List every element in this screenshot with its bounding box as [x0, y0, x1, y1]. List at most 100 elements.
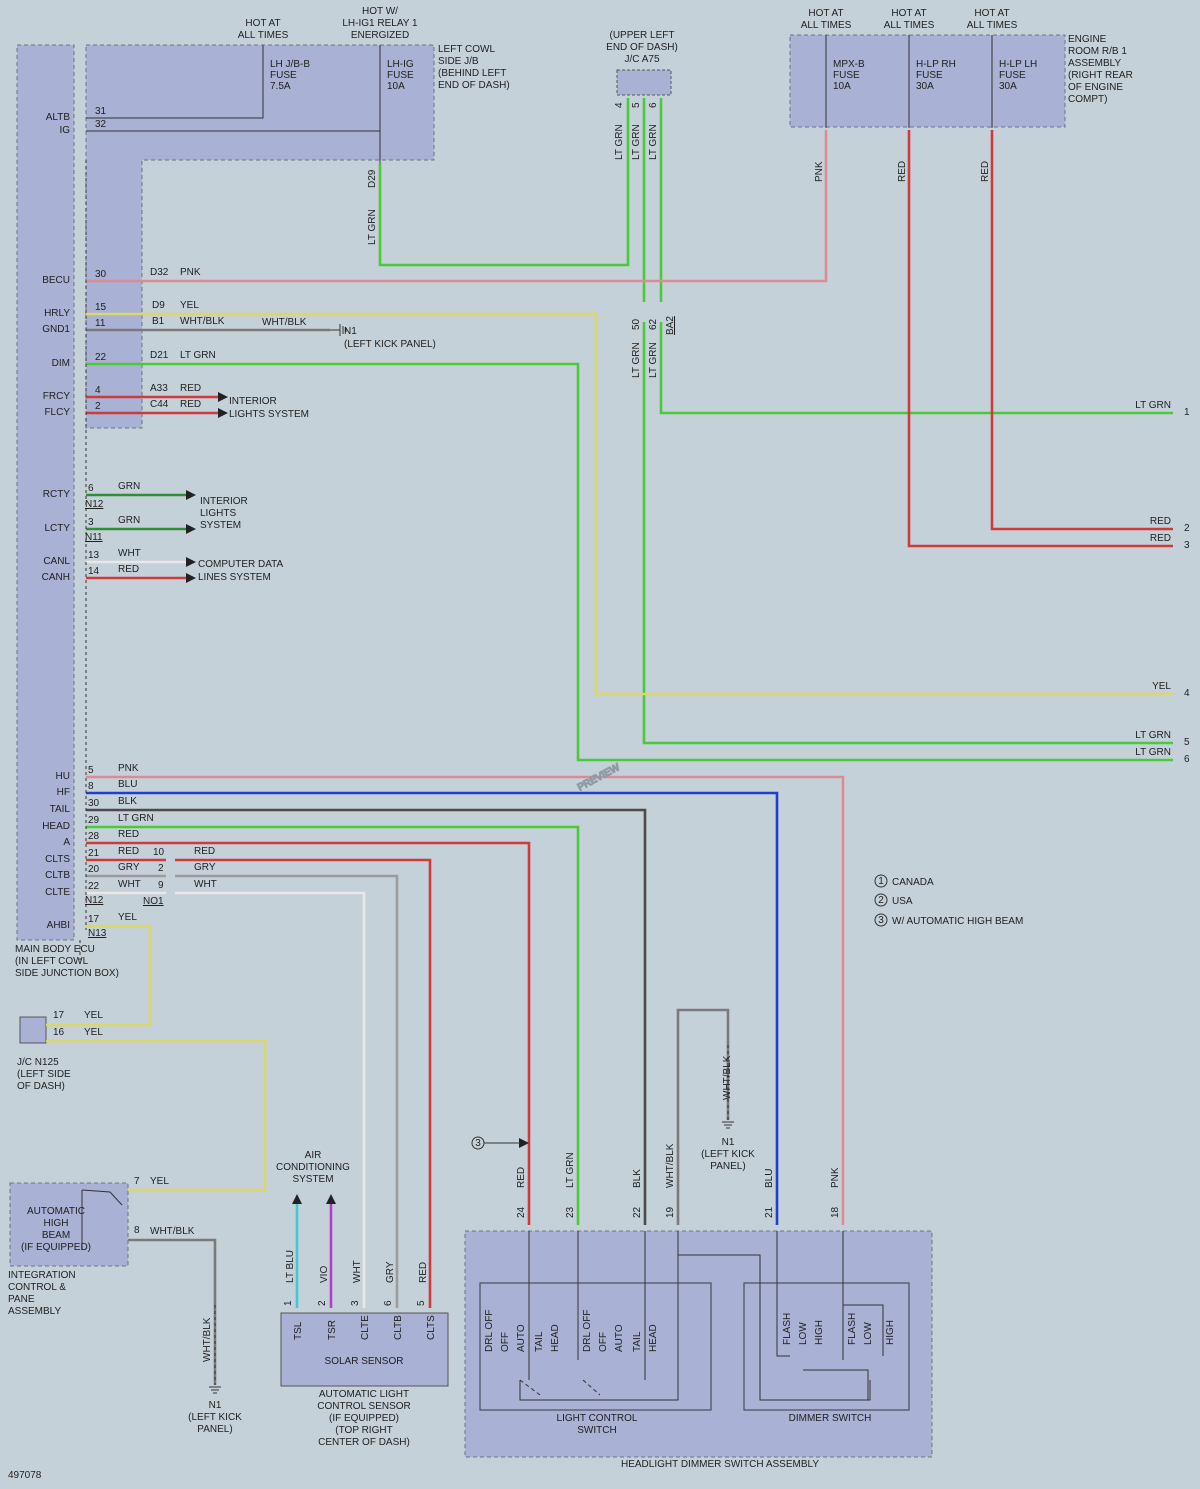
engine-rb-label: (RIGHT REAR [1068, 70, 1133, 81]
wire-pnk-becu [86, 130, 828, 283]
arrow-frcy-icon [218, 392, 228, 402]
ahb-pin: 7 [134, 1176, 140, 1187]
ac-system-label: SYSTEM [292, 1174, 333, 1185]
wire-label: RED [180, 399, 201, 410]
interior-lights-label-2: LIGHTS [200, 508, 236, 519]
jc-n125-label: (LEFT SIDE [17, 1069, 71, 1080]
ecu-pin-number: 15 [95, 302, 107, 313]
wire-group [46, 98, 1173, 1385]
wire-label: GRY [118, 862, 140, 873]
lc-position: TAIL [534, 1331, 545, 1352]
engine-fuse-lines [825, 35, 993, 128]
integration-label: PANE [8, 1294, 35, 1305]
ecu-pin-number: 14 [88, 566, 100, 577]
engine-rb-label: ENGINE [1068, 34, 1107, 45]
ecu-pin-name: GND1 [42, 324, 70, 335]
interior-lights-label-2: SYSTEM [200, 520, 241, 531]
doc-number: 497078 [8, 1470, 42, 1481]
lc-position: OFF [598, 1332, 609, 1352]
ecu-pin-name: HU [56, 771, 70, 782]
lc-position: DRL OFF [582, 1310, 593, 1352]
output-wire-label: YEL [1152, 681, 1171, 692]
wire-blk-tail [86, 808, 647, 1225]
wire-label: GRY [385, 1261, 396, 1283]
ecu-pin-number: 5 [88, 765, 94, 776]
wire-ltgrn-head [86, 825, 580, 1225]
engine-room-rb-box [789, 34, 1066, 128]
arrow-callout-icon [519, 1138, 529, 1148]
fuse-lhjbb-label: FUSE [270, 70, 297, 81]
wire-label: RED [118, 829, 139, 840]
legend-number: 3 [878, 915, 884, 926]
wire-whtblk-ahb-gnd [128, 1238, 217, 1385]
jc-n125-label: OF DASH) [17, 1081, 65, 1092]
dim-position: FLASH [847, 1313, 858, 1345]
wire-label: YEL [84, 1027, 103, 1038]
computer-data-label: LINES SYSTEM [198, 572, 271, 583]
cowl-jb-label: LEFT COWL [438, 44, 495, 55]
output-number: 2 [1184, 523, 1190, 534]
wire-label: YEL [150, 1176, 169, 1187]
wire-yel-hrly [86, 312, 1173, 696]
switch-internals [519, 1231, 884, 1401]
sensor-terminal: CLTS [426, 1315, 437, 1340]
jc-pin: 4 [614, 102, 625, 108]
jc-pin: 5 [631, 102, 642, 108]
lc-position: HEAD [648, 1324, 659, 1352]
sensor-terminal: CLTB [393, 1315, 404, 1340]
main-ecu-label: MAIN BODY ECU [15, 944, 95, 955]
wire-label: YEL [118, 912, 137, 923]
output-wire-label: LT GRN [1135, 747, 1171, 758]
ecu-pin-number: 32 [95, 119, 107, 130]
legend-number: 2 [878, 895, 884, 906]
wire-label: PNK [118, 763, 139, 774]
jc-pin: 6 [648, 102, 659, 108]
engine-fuse-label: 10A [833, 81, 851, 92]
legend-circle-2-icon [874, 893, 888, 907]
ac-system-label: CONDITIONING [276, 1162, 350, 1173]
wire-label: GRN [118, 515, 140, 526]
cowl-hot-label: HOT AT [245, 18, 280, 29]
engine-fuse-label: H-LP RH [916, 59, 956, 70]
wire-label: PNK [830, 1167, 841, 1188]
wire-label: WHT/BLK [262, 317, 307, 328]
arrow-ltblu-icon [292, 1194, 302, 1204]
ground-n1-bottom-icon [209, 1386, 221, 1394]
ground-n1-label: (LEFT KICK PANEL) [344, 339, 436, 350]
interior-lights-label: INTERIOR [229, 396, 277, 407]
ahb-pin: 8 [134, 1225, 140, 1236]
sensor-terminal: TSL [293, 1321, 304, 1340]
wire-label: LT GRN [565, 1152, 576, 1188]
wire-label: BLK [632, 1169, 643, 1188]
assy-pin: 18 [830, 1206, 841, 1218]
dim-position: LOW [863, 1322, 874, 1345]
ecu-pin-number: 29 [88, 815, 100, 826]
engine-fuse-label: MPX-B [833, 59, 865, 70]
wire-label: BLU [118, 779, 137, 790]
lc-position: HEAD [550, 1324, 561, 1352]
wire-label: D32 [150, 267, 169, 278]
sensor-terminal: CLTE [360, 1315, 371, 1340]
wire-label: RED [418, 1262, 429, 1283]
wire-label: LT GRN [648, 124, 659, 160]
solar-sensor-label: CENTER OF DASH) [318, 1437, 410, 1448]
cowl-hot-ig-label: HOT W/ [362, 6, 398, 17]
lc-position: OFF [500, 1332, 511, 1352]
integration-label: ASSEMBLY [8, 1306, 61, 1317]
wire-yel-ahb [46, 1039, 267, 1192]
engine-hot-label: ALL TIMES [801, 20, 852, 31]
ecu-pin-number: 30 [95, 269, 107, 280]
wire-gry-cltb [86, 874, 399, 1308]
engine-fuse-label: FUSE [999, 70, 1026, 81]
wire-red-out2 [990, 130, 1173, 531]
interior-lights-label-2: INTERIOR [200, 496, 248, 507]
output-number: 3 [1184, 540, 1190, 551]
ecu-pin-name: HRLY [44, 308, 70, 319]
wire-label: RED [980, 161, 991, 182]
wire-label: WHT [194, 879, 217, 890]
wire-label: LT GRN [631, 342, 642, 378]
wire-label: PNK [180, 267, 201, 278]
ecu-pin-number: 28 [88, 831, 100, 842]
ecu-pin-number: 21 [88, 848, 100, 859]
engine-rb-label: ROOM R/B 1 [1068, 46, 1127, 57]
